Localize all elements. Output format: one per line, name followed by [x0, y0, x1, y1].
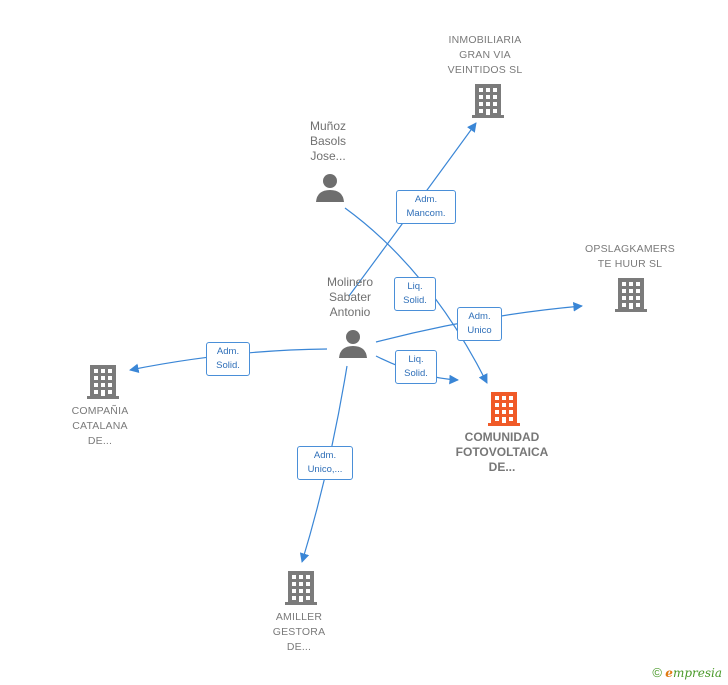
edge-label-liq-solid[interactable]: Liq. Solid.: [394, 277, 436, 311]
brand-initial: e: [665, 666, 673, 680]
empresia-logo: © empresia: [652, 665, 722, 680]
node-label-inmobiliaria[interactable]: INMOBILIARIA GRAN VIA VEINTIDOS SL: [447, 34, 523, 76]
copyright-symbol: ©: [652, 665, 662, 680]
edge-label-adm-unico-2[interactable]: Adm. Unico,...: [297, 446, 353, 480]
person-icon[interactable]: [338, 328, 368, 358]
node-label-compania[interactable]: COMPAÑIA CATALANA DE...: [71, 405, 129, 447]
building-icon[interactable]: [472, 84, 504, 118]
node-label-amiller[interactable]: AMILLER GESTORA DE...: [272, 611, 326, 653]
node-label-munoz[interactable]: Muñoz Basols Jose...: [309, 119, 347, 163]
building-icon[interactable]: [87, 365, 119, 399]
edge-label-adm-mancom[interactable]: Adm. Mancom.: [396, 190, 456, 224]
building-icon[interactable]: [285, 571, 317, 605]
brand-name: mpresia: [672, 666, 722, 680]
building-icon[interactable]: [615, 278, 647, 312]
edge-label-liq-solid-2[interactable]: Liq. Solid.: [395, 350, 437, 384]
focus-building-icon[interactable]: [488, 392, 520, 426]
node-label-molinero[interactable]: Molinero Sabater Antonio: [326, 275, 374, 319]
node-label-opslag[interactable]: OPSLAGKAMERS TE HUUR SL: [585, 243, 675, 270]
edge-label-adm-unico[interactable]: Adm. Unico: [457, 307, 502, 341]
node-label-comunidad[interactable]: COMUNIDAD FOTOVOLTAICA DE...: [455, 430, 549, 474]
person-icon[interactable]: [315, 172, 345, 202]
edge-label-adm-solid[interactable]: Adm. Solid.: [206, 342, 250, 376]
